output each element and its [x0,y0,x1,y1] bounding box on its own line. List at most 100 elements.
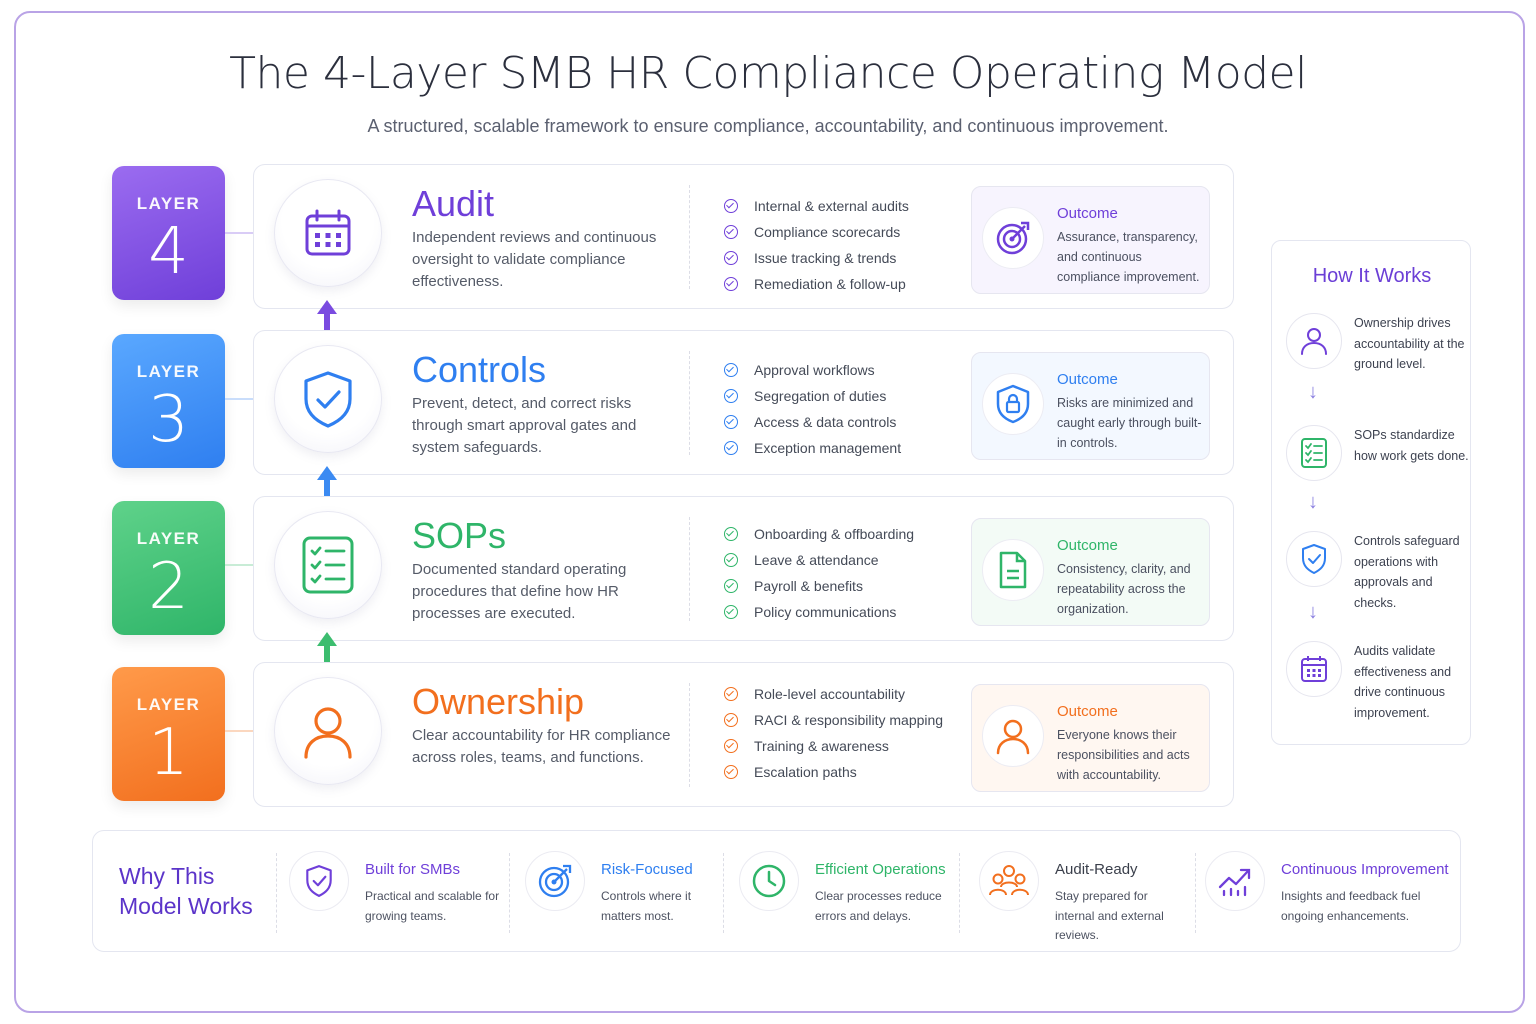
why-item-text: Insights and feedback fuel ongoing enhan… [1281,889,1421,923]
checklist-item: Role-level accountability [724,681,943,707]
checklist-item-label: Issue tracking & trends [754,250,897,266]
shield-check-icon [1286,531,1342,587]
layer-1-badge: LAYER 1 [112,667,225,801]
divider [689,683,690,787]
layer-badge-number: 1 [148,716,189,790]
shield-check-icon [289,851,349,911]
checklist-item: Internal & external audits [724,193,909,219]
divider [959,853,960,933]
why-item-text: Clear processes reduce errors and delays… [815,889,942,923]
outcome-box: Outcome Risks are minimized and caught e… [971,352,1210,460]
outcome-title: Outcome [1057,537,1118,554]
layer-badge-number: 2 [148,550,189,624]
check-circle-icon [724,687,738,701]
outcome-text: Assurance, transparency, and continuous … [1057,230,1200,284]
check-circle-icon [724,441,738,455]
checklist-item: Approval workflows [724,357,901,383]
calendar-icon [274,179,382,287]
checklist-item-label: Training & awareness [754,738,889,754]
layer-checklist: Approval workflows Segregation of duties… [724,357,901,461]
checklist-item-label: Role-level accountability [754,686,905,702]
outcome-title: Outcome [1057,703,1118,720]
arrow-up-icon [317,632,337,670]
layer-name: Ownership [412,681,585,722]
layer-2-card: SOPs Documented standard operating proce… [253,496,1234,641]
checklist-item-label: Payroll & benefits [754,578,863,594]
divider [689,351,690,455]
checklist-item: Compliance scorecards [724,219,909,245]
layer-name: SOPs [412,515,507,556]
layer-2-badge: LAYER 2 [112,501,225,635]
why-item: Continuous Improvement Insights and feed… [1205,851,1455,931]
why-item: Efficient Operations Clear processes red… [739,851,959,931]
arrow-down-icon: ↓ [1308,381,1318,403]
layer-1-connector [225,730,261,732]
why-item-text: Practical and scalable for growing teams… [365,889,500,923]
why-item-text: Controls where it matters most. [601,889,692,923]
checklist-item-label: Approval workflows [754,362,875,378]
check-circle-icon [724,277,738,291]
how-it-works-panel: How It Works Ownership drives accountabi… [1271,240,1471,745]
layer-badge-label: LAYER [136,362,201,381]
layer-1-card: Ownership Clear accountability for HR co… [253,662,1234,807]
check-circle-icon [724,527,738,541]
checklist-item: Leave & attendance [724,547,914,573]
shield-lock-icon [982,373,1044,435]
checklist-item: RACI & responsibility mapping [724,707,943,733]
check-circle-icon [724,251,738,265]
checklist-item: Remediation & follow-up [724,271,909,297]
why-panel: Why This Model Works Built for SMBs Prac… [92,830,1461,952]
checklist-icon [1286,425,1342,481]
why-item-title: Audit-Ready [1055,861,1138,878]
layer-badge-number: 3 [148,383,189,457]
how-step-text: Ownership drives accountability at the g… [1354,316,1465,371]
layer-3-card: Controls Prevent, detect, and correct ri… [253,330,1234,475]
outcome-box: Outcome Everyone knows their responsibil… [971,684,1210,792]
divider [276,853,277,933]
clock-icon [739,851,799,911]
check-circle-icon [724,415,738,429]
target-icon [525,851,585,911]
why-item-text: Stay prepared for internal and external … [1055,889,1164,942]
outcome-title: Outcome [1057,205,1118,222]
layer-4-card: Audit Independent reviews and continuous… [253,164,1234,309]
layer-badge-number: 4 [148,215,189,289]
why-item: Risk-Focused Controls where it matters m… [525,851,745,931]
outcome-title: Outcome [1057,371,1118,388]
layer-description: Independent reviews and continuous overs… [412,229,657,290]
check-circle-icon [724,225,738,239]
layer-description: Clear accountability for HR compliance a… [412,727,671,766]
check-circle-icon [724,389,738,403]
layer-checklist: Onboarding & offboarding Leave & attenda… [724,521,914,625]
checklist-item: Access & data controls [724,409,901,435]
layer-description: Prevent, detect, and correct risks throu… [412,395,637,456]
divider [509,853,510,933]
layer-3-connector [225,398,261,400]
layer-name: Audit [412,183,495,224]
outcome-box: Outcome Consistency, clarity, and repeat… [971,518,1210,626]
layer-2-connector [225,564,261,566]
person-icon [982,705,1044,767]
checklist-item-label: Leave & attendance [754,552,879,568]
checklist-item: Policy communications [724,599,914,625]
checklist-item-label: Remediation & follow-up [754,276,906,292]
why-item-title: Continuous Improvement [1281,861,1449,878]
why-item: Audit-Ready Stay prepared for internal a… [979,851,1199,942]
outcome-text: Risks are minimized and caught early thr… [1057,396,1202,450]
layer-badge-label: LAYER [136,695,201,714]
outcome-text: Consistency, clarity, and repeatability … [1057,562,1191,616]
checklist-item: Payroll & benefits [724,573,914,599]
checklist-icon [274,511,382,619]
checklist-item-label: Onboarding & offboarding [754,526,915,542]
why-item-title: Risk-Focused [601,861,693,878]
divider [689,517,690,621]
divider [723,853,724,933]
layer-4-connector [225,232,261,234]
layer-badge-label: LAYER [136,529,201,548]
checklist-item-label: Access & data controls [754,414,897,430]
layer-4-badge: LAYER 4 [112,166,225,300]
outcome-box: Outcome Assurance, transparency, and con… [971,186,1210,294]
checklist-item-label: Segregation of duties [754,388,887,404]
checklist-item: Segregation of duties [724,383,901,409]
checklist-item-label: Exception management [754,440,902,456]
